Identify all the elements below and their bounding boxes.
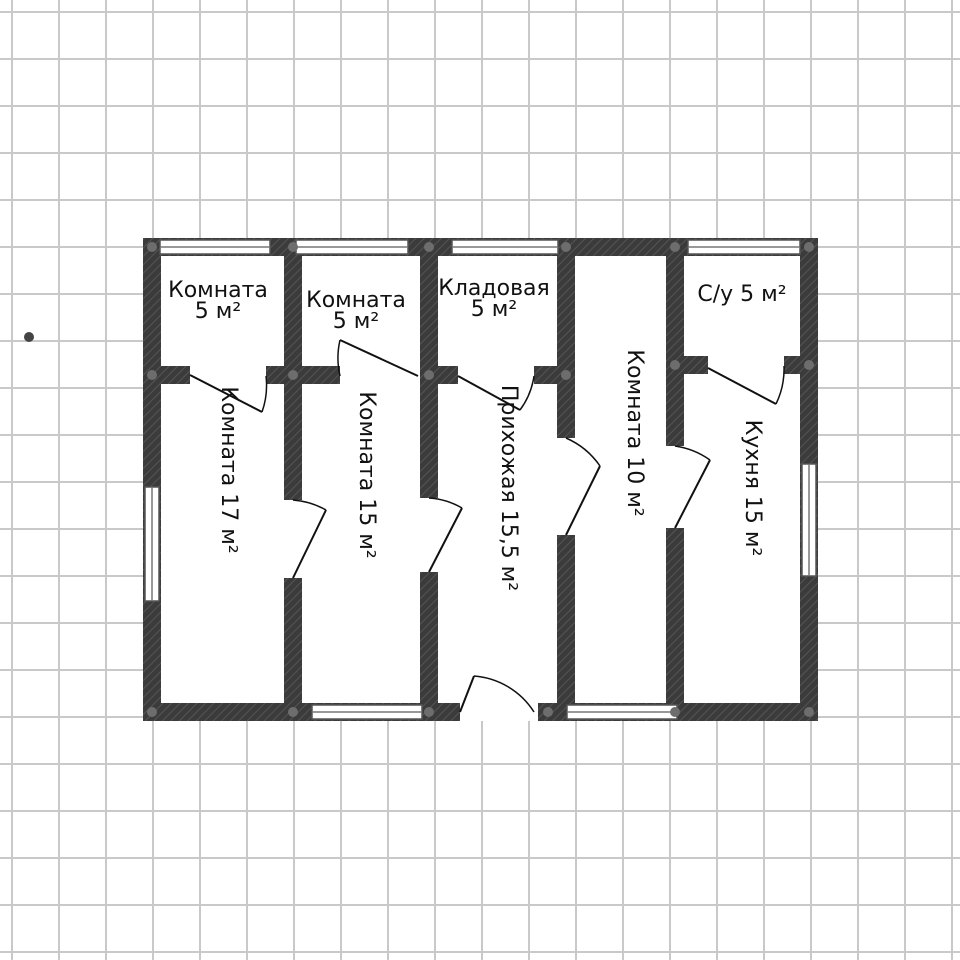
entrance-opening — [460, 703, 538, 721]
window-bottom-2 — [566, 704, 678, 720]
label-room17: Комната 17 м² — [216, 386, 241, 553]
door-room10-kitchen — [674, 445, 711, 529]
window-top-2 — [295, 239, 409, 255]
label-storage-name: Кладовая — [438, 276, 550, 301]
windows — [144, 239, 817, 720]
label-hallway: Прихожая 15,5 м² — [496, 385, 521, 591]
label-storage-area: 5 м² — [471, 297, 517, 322]
wall-v1-bottom — [284, 578, 302, 721]
window-right — [801, 463, 817, 577]
room-labels: Комната 5 м² Комната 5 м² Кладовая 5 м² … — [168, 276, 787, 591]
label-room5b-area: 5 м² — [333, 309, 379, 334]
label-room5a-area: 5 м² — [195, 299, 241, 324]
wall-h1a — [143, 366, 190, 384]
label-room5a-name: Комната — [168, 278, 268, 303]
wall-v3-bottom — [557, 535, 575, 721]
door-room15 — [428, 497, 463, 573]
wall-h1b — [266, 366, 340, 384]
doors — [189, 339, 785, 713]
wall-left — [143, 238, 161, 721]
window-top-4 — [687, 239, 801, 255]
wall-v4-top — [666, 238, 684, 446]
label-bathroom: С/у 5 м² — [697, 282, 786, 307]
window-top-3 — [451, 239, 559, 255]
door-room5a — [189, 374, 268, 413]
window-top-1 — [159, 239, 271, 255]
window-left — [144, 486, 160, 602]
window-bottom-1 — [311, 704, 423, 720]
wall-v4-bottom — [666, 528, 684, 721]
door-hallway-room10 — [565, 437, 601, 536]
label-room10: Комната 10 м² — [622, 349, 647, 516]
label-kitchen: Кухня 15 м² — [740, 420, 765, 557]
door-storage — [457, 375, 535, 411]
door-bathroom — [707, 365, 785, 405]
door-entrance — [459, 675, 535, 713]
label-room5b-name: Комната — [306, 288, 406, 313]
label-room15: Комната 15 м² — [354, 391, 379, 558]
door-room17 — [292, 499, 327, 579]
door-room5b — [337, 339, 419, 377]
wall-v3-top — [557, 238, 575, 438]
marker-dot — [24, 332, 34, 342]
wall-nodes — [147, 242, 814, 717]
floor-area — [152, 248, 808, 710]
wall-v2-bottom — [420, 572, 438, 721]
